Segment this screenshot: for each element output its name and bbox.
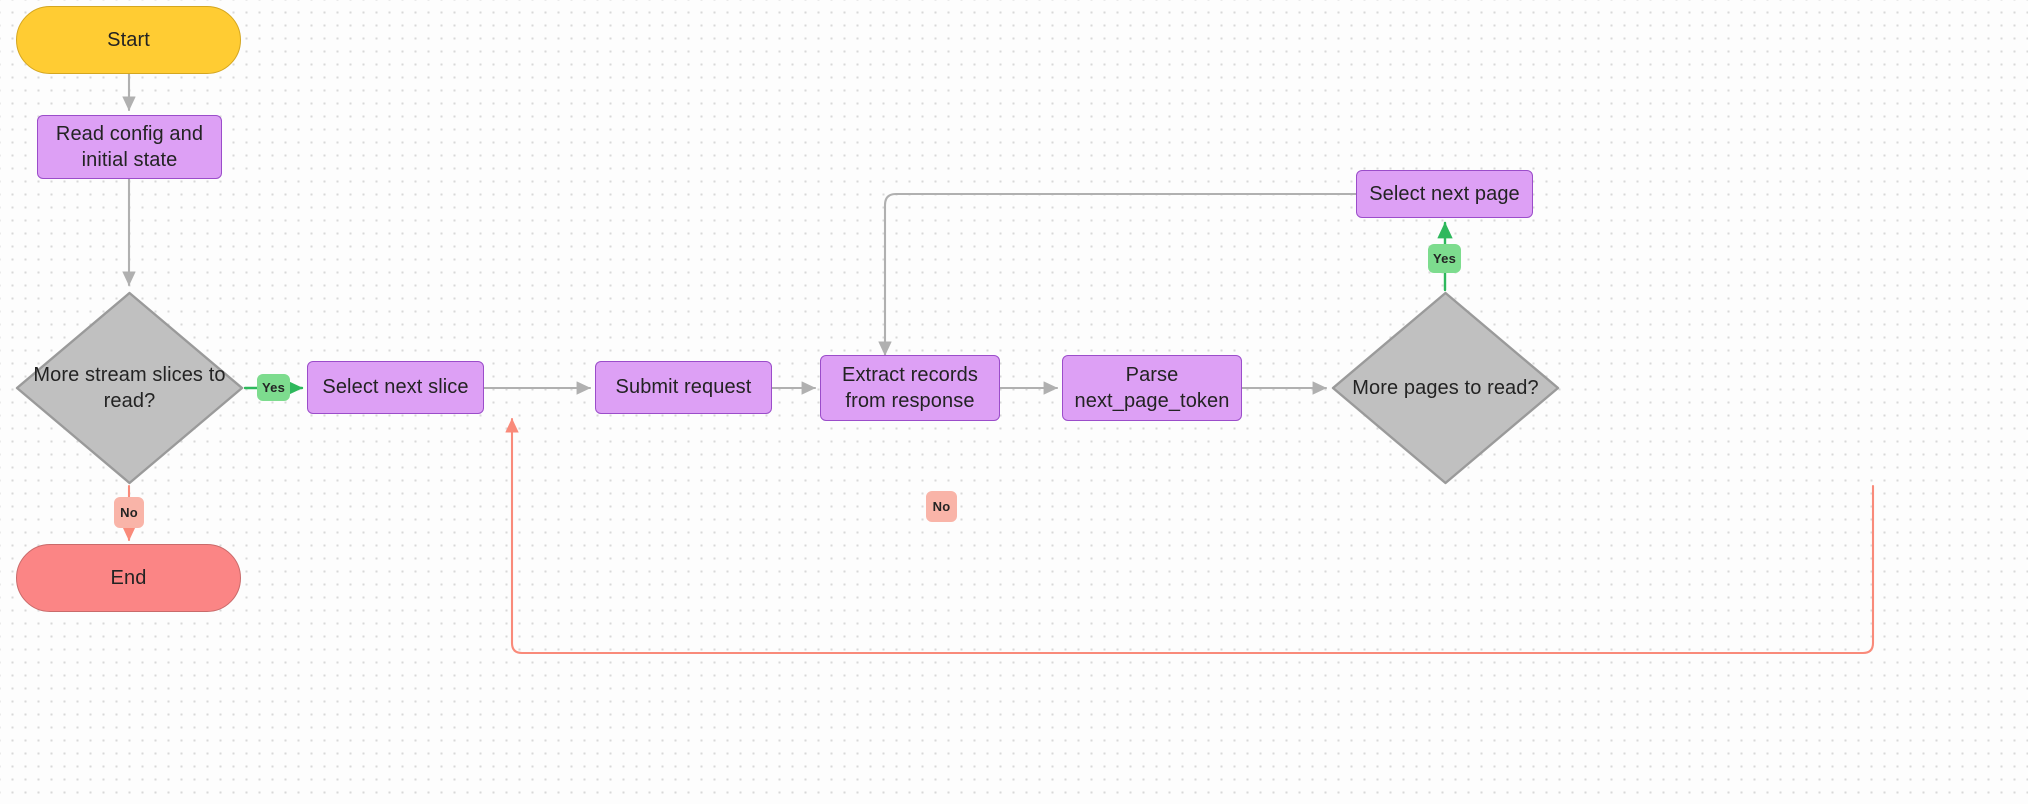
- edge-pages-no-slice: [505, 417, 1875, 655]
- node-read-config[interactable]: Read config and initial state: [37, 115, 222, 179]
- node-end-label: End: [110, 566, 147, 589]
- edge-label-no-more-pages: No: [926, 491, 957, 522]
- diamond-shape: [15, 291, 244, 485]
- node-read-config-label: Read config and initial state: [55, 122, 204, 171]
- node-start-label: Start: [107, 28, 150, 51]
- node-select-page[interactable]: Select next page: [1356, 170, 1533, 218]
- node-extract-records-label: Extract records from response: [842, 363, 978, 412]
- node-more-slices[interactable]: More stream slices to read?: [14, 290, 245, 486]
- edge-label-yes-more-pages: Yes: [1428, 244, 1461, 273]
- node-end[interactable]: End: [16, 544, 241, 612]
- node-start[interactable]: Start: [16, 6, 241, 74]
- node-parse-token[interactable]: Parse next_page_token: [1062, 355, 1242, 421]
- node-select-page-label: Select next page: [1369, 182, 1520, 205]
- edge-label-text: No: [120, 505, 138, 520]
- edge-label-text: Yes: [1432, 251, 1456, 266]
- edge-nextpage-to-submit: [878, 192, 1358, 357]
- node-more-pages[interactable]: More pages to read?: [1330, 290, 1561, 486]
- node-more-pages-label: More pages to read?: [1352, 376, 1539, 399]
- node-parse-token-label: Parse next_page_token: [1074, 363, 1230, 412]
- node-more-slices-label: More stream slices to read?: [33, 363, 226, 412]
- node-select-slice-label: Select next slice: [322, 376, 469, 399]
- node-select-slice[interactable]: Select next slice: [307, 361, 484, 414]
- node-extract-records[interactable]: Extract records from response: [820, 355, 1000, 421]
- edge-label-yes-more-slices: Yes: [257, 374, 290, 401]
- edge-label-text: No: [932, 499, 951, 514]
- edge-label-text: Yes: [261, 380, 285, 395]
- node-submit-request[interactable]: Submit request: [595, 361, 772, 414]
- node-submit-request-label: Submit request: [615, 376, 752, 399]
- edge-label-no-more-slices: No: [114, 497, 144, 528]
